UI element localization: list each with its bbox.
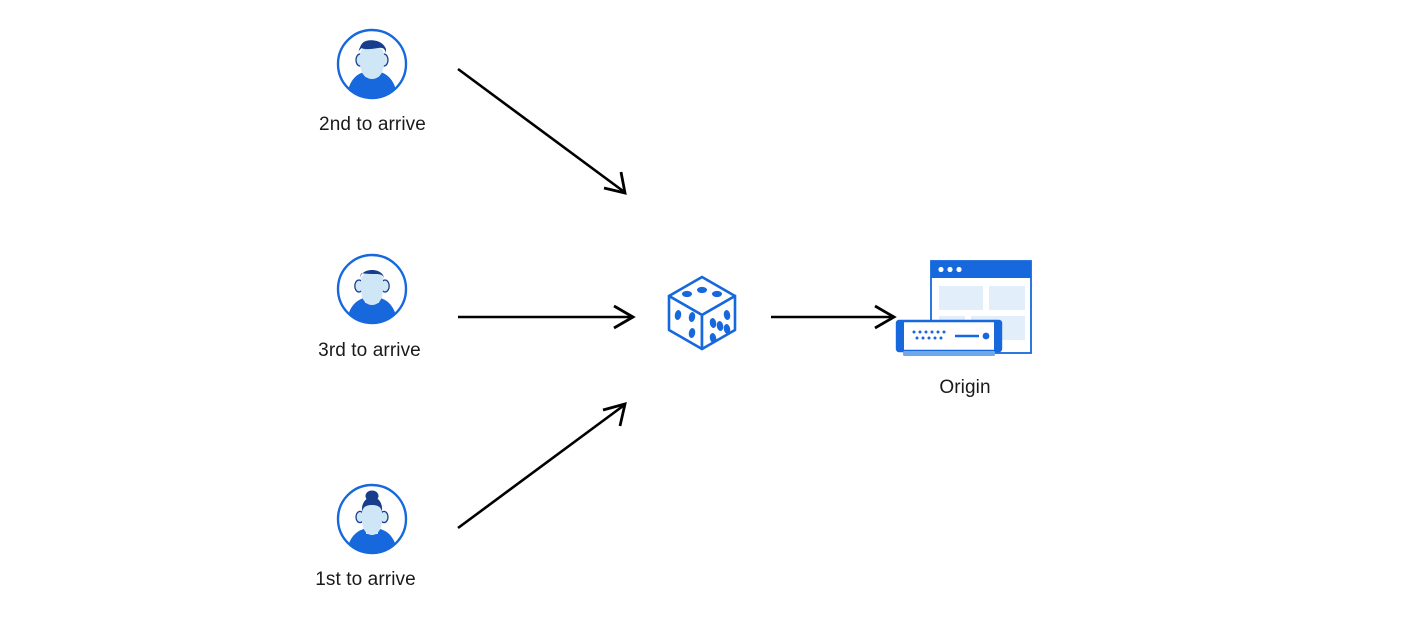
origin-label: Origin [939,377,991,398]
client-label-1st: 1st to arrive [315,569,416,590]
user-avatar-icon [336,253,408,325]
server-device-icon [895,319,1003,356]
origin-server-icon [895,260,1032,356]
client-avatar-2nd[interactable] [335,27,409,101]
dice-icon [667,275,737,351]
client-avatar-3rd[interactable] [335,252,409,326]
origin-node[interactable] [893,258,1035,363]
dice-node[interactable] [661,271,743,353]
arrow-client-1st-to-dice [457,402,627,530]
client-label-3rd: 3rd to arrive [318,340,421,361]
user-avatar-icon [336,483,408,555]
browser-dot-icon [947,266,953,273]
arrow-dice-to-origin [771,304,897,330]
client-avatar-1st[interactable] [335,482,409,556]
browser-dot-icon [938,266,944,273]
client-label-2nd: 2nd to arrive [319,114,426,135]
browser-dot-icon [956,266,962,273]
arrow-client-3rd-to-dice [458,304,636,330]
server-status-led-icon [982,332,990,340]
user-avatar-icon [336,28,408,100]
server-vent-dots-icon [912,330,946,340]
